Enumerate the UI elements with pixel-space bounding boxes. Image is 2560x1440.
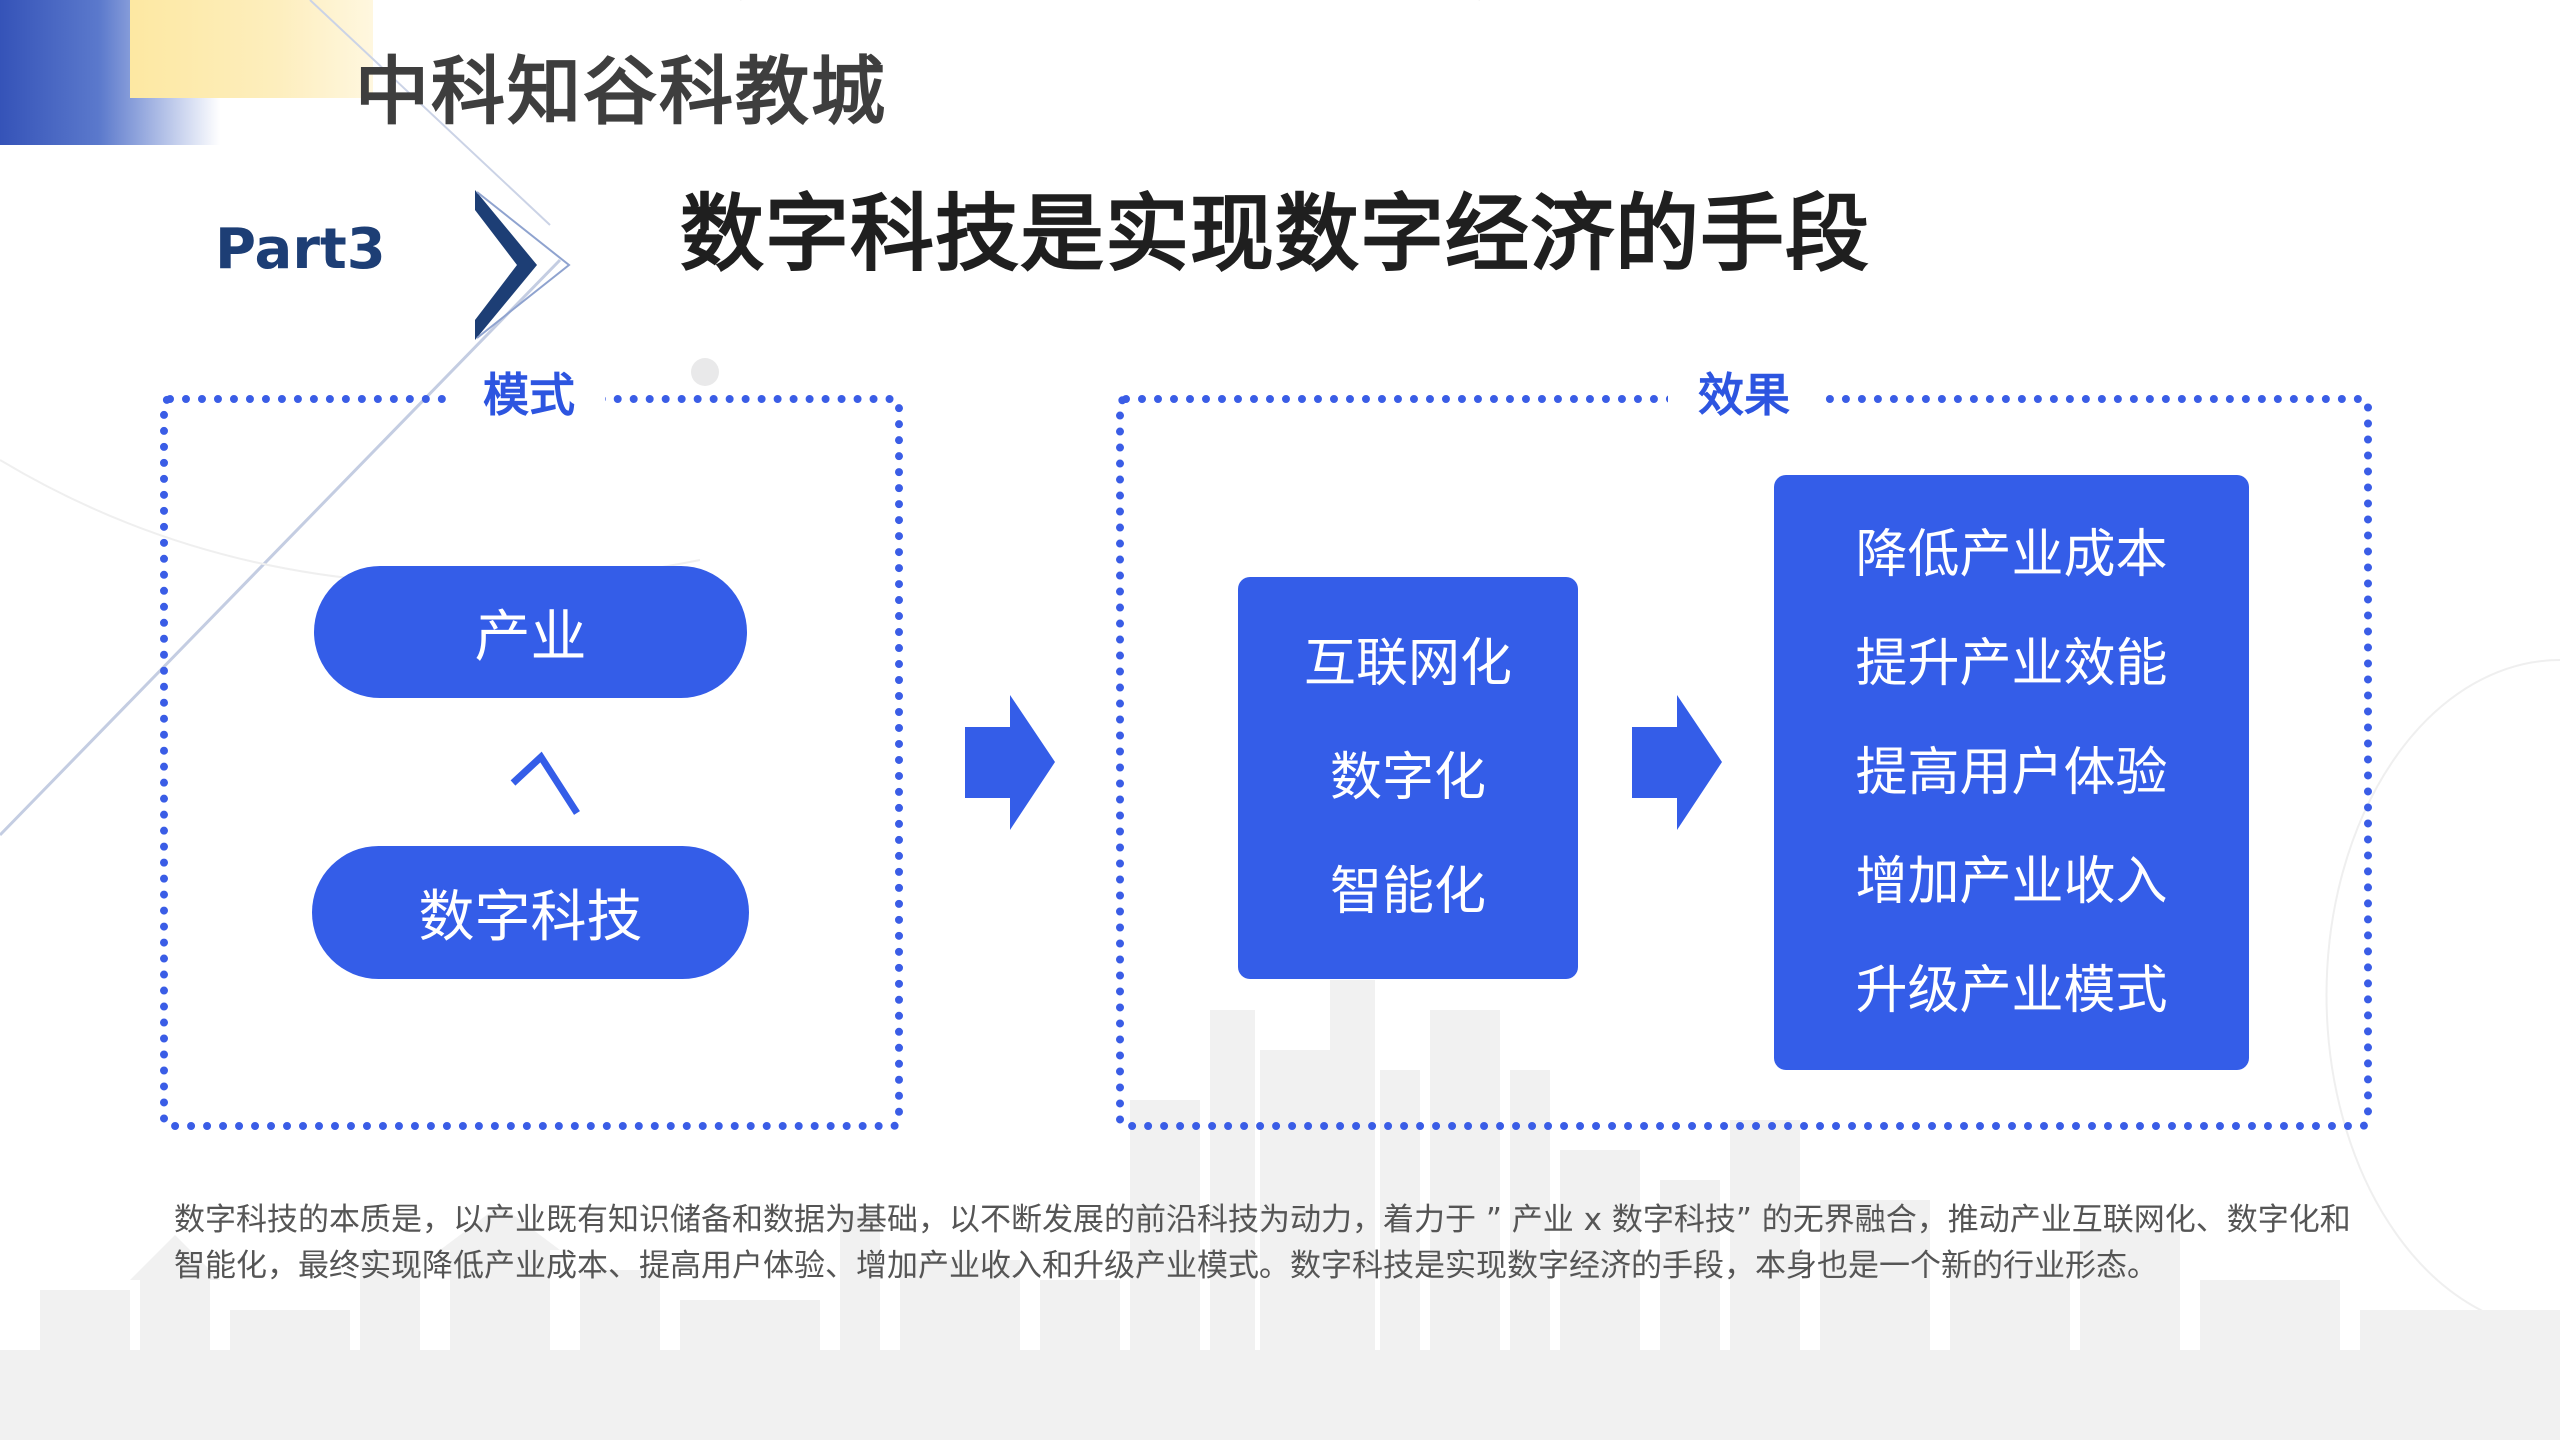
right-arrow-icon	[965, 695, 1055, 830]
up-arrow-icon	[510, 751, 580, 815]
card-item: 降低产业成本	[1855, 524, 2168, 585]
brand-title: 中科知谷科教城	[355, 49, 887, 135]
industry-pill: 产业	[314, 566, 747, 698]
card-item: 提高用户体验	[1855, 742, 2168, 803]
mode-label: 模式	[453, 372, 605, 418]
card-item: 互联网化	[1303, 634, 1512, 694]
results-card: 降低产业成本 提升产业效能 提高用户体验 增加产业收入 升级产业模式	[1774, 475, 2249, 1070]
card-item: 智能化	[1329, 862, 1486, 922]
right-arrow-icon	[1632, 695, 1722, 830]
main-title: 数字科技是实现数字经济的手段	[680, 185, 1871, 283]
chevron-right-icon	[475, 190, 571, 340]
description-paragraph: 数字科技的本质是，以产业既有知识储备和数据为基础，以不断发展的前沿科技为动力，着…	[174, 1202, 2351, 1284]
card-item: 提升产业效能	[1855, 633, 2168, 694]
digitalization-card: 互联网化 数字化 智能化	[1238, 577, 1578, 979]
corner-yellow-decoration	[130, 0, 373, 98]
part-label: Part3	[215, 217, 386, 282]
digital-tech-pill: 数字科技	[312, 846, 749, 979]
card-item: 升级产业模式	[1855, 960, 2168, 1021]
city-skyline-silhouette	[0, 980, 2560, 1440]
effect-label: 效果	[1668, 372, 1820, 418]
card-item: 数字化	[1329, 748, 1486, 808]
card-item: 增加产业收入	[1855, 851, 2168, 912]
